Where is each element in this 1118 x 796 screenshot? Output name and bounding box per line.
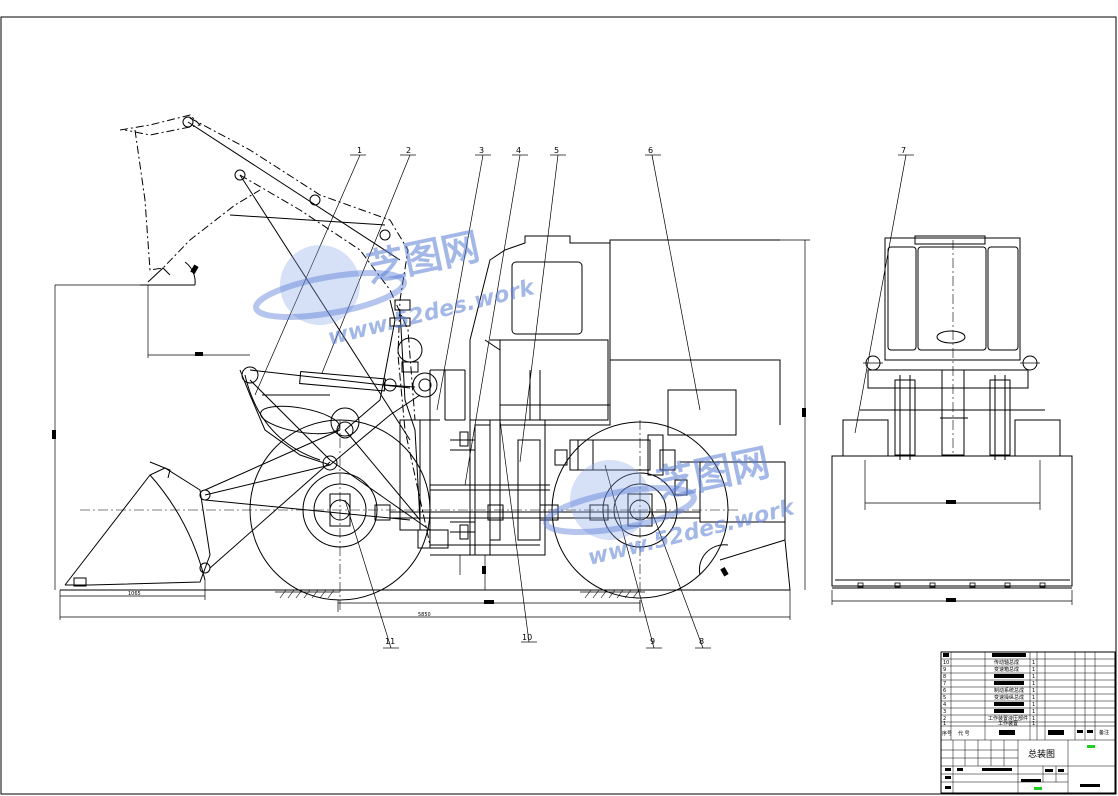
leader-9: 9 bbox=[650, 637, 655, 646]
part-no-7: 7 bbox=[943, 681, 946, 687]
side-dimensions: 1065 5850 bbox=[59, 555, 791, 620]
part-no-2: 2 bbox=[943, 716, 946, 722]
leader-2: 2 bbox=[406, 146, 411, 155]
part-no-4: 4 bbox=[943, 702, 946, 708]
leader-3: 3 bbox=[479, 146, 484, 155]
column-seq: 序号 bbox=[942, 730, 952, 737]
part-qty-5: 1 bbox=[1032, 695, 1035, 701]
part-no-6: 6 bbox=[943, 688, 946, 694]
part-name-5: 变速操纵总成 bbox=[994, 694, 1024, 701]
drawing-title: 总装图 bbox=[1028, 748, 1055, 760]
watermark-brand-1: 芝图网 bbox=[363, 224, 484, 291]
frame-body bbox=[374, 235, 810, 591]
title-block: 10 传动轴总成 1 9 变速箱总成 1 8 1 7 1 6 制动系统总成 1 … bbox=[940, 651, 1116, 794]
column-note: 备注 bbox=[1099, 729, 1109, 736]
part-no-1: 1 bbox=[943, 721, 946, 727]
part-no-10: 10 bbox=[943, 660, 949, 666]
part-qty-7: 1 bbox=[1032, 681, 1035, 687]
column-code: 代 号 bbox=[958, 730, 970, 737]
transmission bbox=[569, 439, 651, 471]
watermark-top: 芝图网 www.52des.work bbox=[253, 224, 538, 351]
part-no-5: 5 bbox=[943, 695, 946, 701]
front-overhang-label: 1065 bbox=[128, 591, 141, 597]
status-indicator-2 bbox=[1034, 787, 1042, 790]
boom-linkage bbox=[239, 299, 440, 531]
wheelbase-label: 5850 bbox=[418, 612, 431, 618]
leader-1: 1 bbox=[357, 146, 362, 155]
part-qty-10: 1 bbox=[1032, 660, 1035, 666]
part-qty-1: 1 bbox=[1032, 721, 1035, 727]
part-name-10: 传动轴总成 bbox=[994, 659, 1019, 666]
side-view: 1065 5850 bbox=[52, 114, 810, 620]
front-view bbox=[831, 235, 1073, 605]
part-name-9: 变速箱总成 bbox=[994, 666, 1019, 673]
leader-11: 11 bbox=[385, 637, 395, 646]
leader-5: 5 bbox=[554, 146, 559, 155]
part-qty-6: 1 bbox=[1032, 688, 1035, 694]
part-name-2: 工作装置液压部件 bbox=[988, 715, 1028, 722]
part-leaders: 1 2 3 4 5 6 7 8 9 10 11 bbox=[254, 146, 914, 649]
leader-7: 7 bbox=[901, 146, 906, 155]
part-qty-8: 1 bbox=[1032, 674, 1035, 680]
part-qty-9: 1 bbox=[1032, 667, 1035, 673]
hydraulic-cylinder bbox=[299, 370, 386, 392]
watermark-bottom: 芝图网 www.52des.work bbox=[543, 440, 798, 571]
status-indicator bbox=[1087, 745, 1095, 748]
part-name-6: 制动系统总成 bbox=[994, 687, 1024, 694]
leader-8: 8 bbox=[699, 637, 704, 646]
lowered-bucket bbox=[64, 429, 411, 587]
leader-4: 4 bbox=[516, 146, 521, 155]
part-no-8: 8 bbox=[943, 674, 946, 680]
part-no-3: 3 bbox=[943, 709, 946, 715]
part-qty-4: 1 bbox=[1032, 702, 1035, 708]
leader-6: 6 bbox=[648, 146, 653, 155]
part-qty-3: 1 bbox=[1032, 709, 1035, 715]
part-qty-2: 1 bbox=[1032, 716, 1035, 722]
raised-bucket bbox=[119, 114, 431, 546]
leader-10: 10 bbox=[522, 633, 532, 642]
ground-hatch bbox=[279, 589, 640, 599]
front-bucket bbox=[831, 455, 1073, 587]
part-name-1: 工作装置 bbox=[998, 720, 1018, 727]
sheet-border bbox=[0, 16, 1117, 795]
part-no-9: 9 bbox=[943, 667, 946, 673]
